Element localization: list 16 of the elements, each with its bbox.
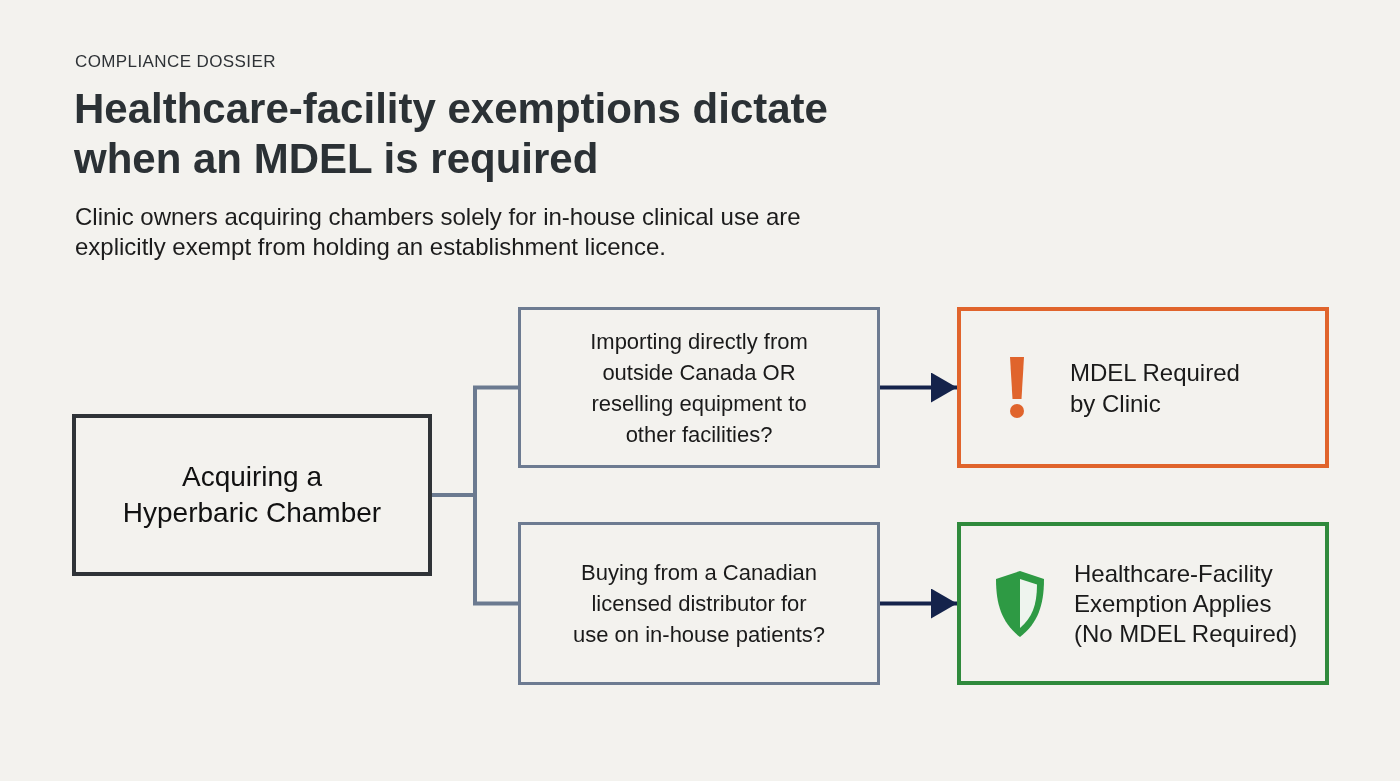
condition-box [518, 307, 880, 468]
arrow [880, 588, 957, 619]
outcome-box [957, 307, 1329, 468]
connector-line [432, 493, 518, 606]
eyebrow-label: COMPLIANCE DOSSIER [75, 51, 276, 73]
node-label: Importing directly from outside Canada OR reselling equipment to other facilities? [589, 327, 809, 449]
node-label: Acquiring a Hyperbaric Chamber [121, 460, 383, 530]
arrow [880, 372, 957, 403]
node-label: Buying from a Canadian licensed distributor for use on in-house patients? [572, 559, 826, 649]
start-box [72, 414, 432, 576]
node-label: Healthcare-Facility Exemption Applies (No MDEL Required) [1074, 558, 1299, 649]
title: Healthcare-facility exemptions dictate when an MDEL is required [74, 84, 829, 184]
subtitle: Clinic owners acquiring chambers solely for in-house clinical use are explicitly exempt from holding an establishment licence. [75, 202, 802, 262]
outcome-box [957, 522, 1329, 685]
node-label: MDEL Required by Clinic [1070, 357, 1241, 419]
condition-box [518, 522, 880, 685]
